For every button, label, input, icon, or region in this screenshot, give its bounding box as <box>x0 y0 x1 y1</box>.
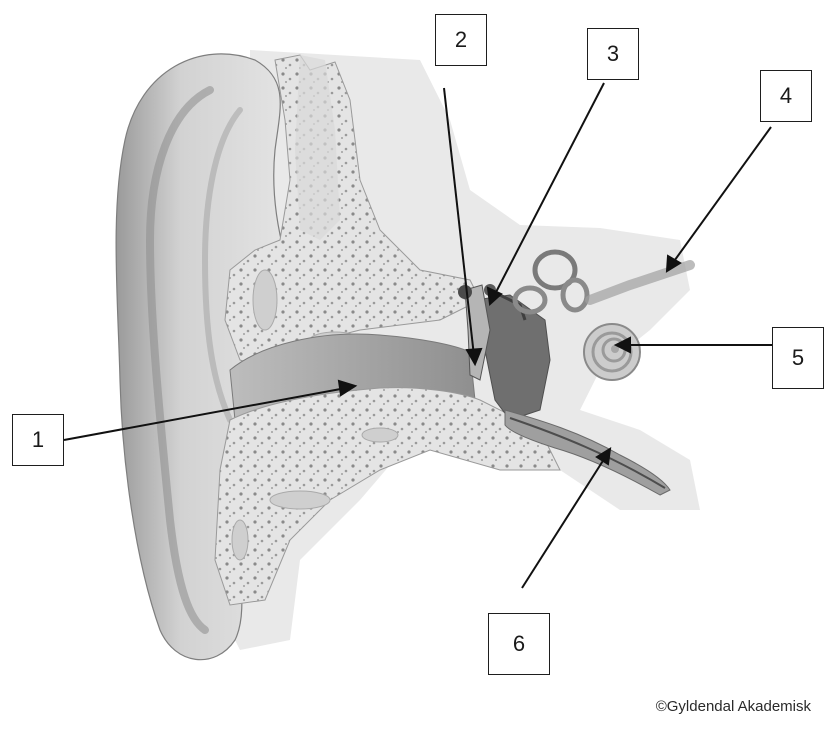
label-6-text: 6 <box>513 631 525 657</box>
cochlea <box>584 324 640 380</box>
label-box-4: 4 <box>760 70 812 122</box>
label-2-text: 2 <box>455 27 467 53</box>
label-box-6: 6 <box>488 613 550 675</box>
copyright-notice: ©Gyldendal Akademisk <box>656 698 811 715</box>
label-box-1: 1 <box>12 414 64 466</box>
malleus-head <box>458 285 472 299</box>
arrow-6 <box>522 456 606 588</box>
label-4-text: 4 <box>780 83 792 109</box>
label-box-5: 5 <box>772 327 824 389</box>
label-3-text: 3 <box>607 41 619 67</box>
label-box-3: 3 <box>587 28 639 80</box>
label-box-2: 2 <box>435 14 487 66</box>
label-5-text: 5 <box>792 345 804 371</box>
arrow-4 <box>672 127 771 264</box>
label-1-text: 1 <box>32 427 44 453</box>
